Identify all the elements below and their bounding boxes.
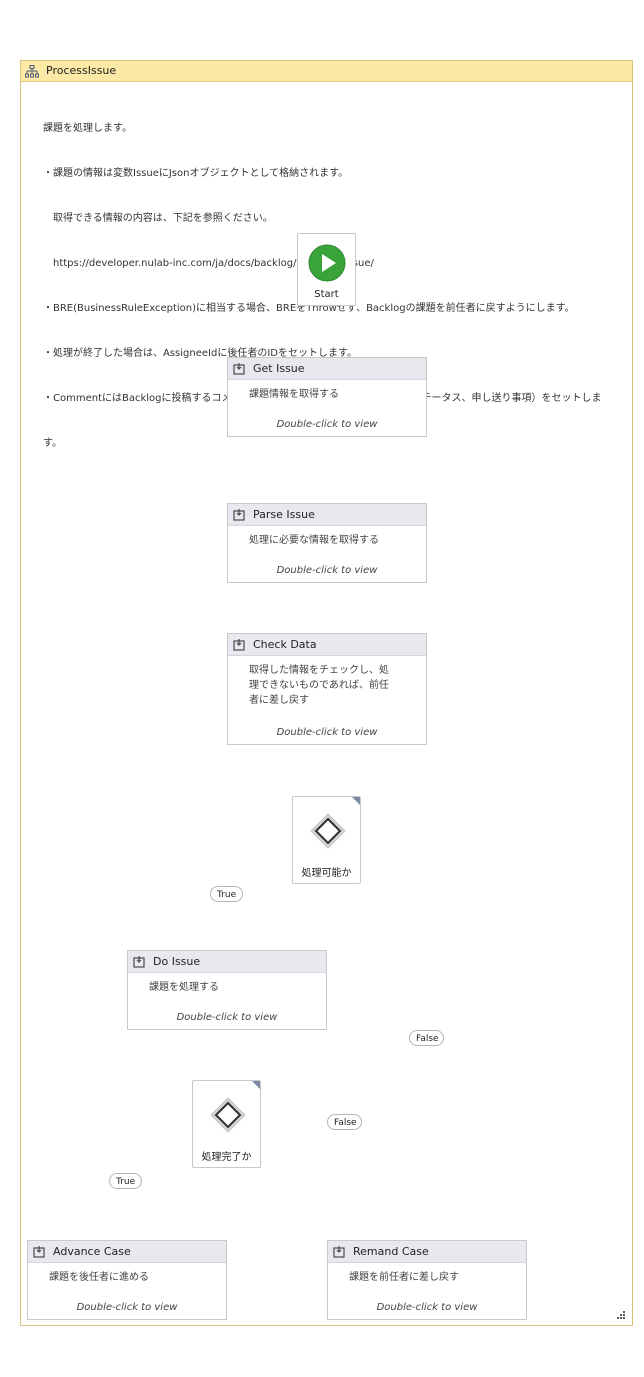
invoke-workflow-icon xyxy=(33,1246,45,1258)
activity-annotation: 処理に必要な情報を取得する xyxy=(249,535,379,546)
decision-label: 処理完了か xyxy=(201,1152,252,1163)
activity-annotation: 課題を前任者に差し戻す xyxy=(349,1272,459,1283)
double-click-hint: Double-click to view xyxy=(276,419,378,430)
start-label: Start xyxy=(314,289,339,300)
activity-annotation: 取得した情報をチェックし、処理できないものであれば、前任者に差し戻す xyxy=(249,665,389,706)
play-icon xyxy=(308,244,346,282)
annotation-line: 取得できる情報の内容は、下記を参照ください。 xyxy=(43,213,273,224)
activity-title: Check Data xyxy=(253,638,317,651)
activity-title: Parse Issue xyxy=(253,508,315,521)
activity-title: Remand Case xyxy=(353,1245,429,1258)
annotation-line: ・処理が終了した場合は、AssigneeIdに後任者のIDをセットします。 xyxy=(43,348,357,359)
branch-false-label[interactable]: False xyxy=(327,1114,362,1130)
double-click-hint: Double-click to view xyxy=(76,1302,178,1313)
double-click-hint: Double-click to view xyxy=(276,727,378,738)
decision-label: 処理可能か xyxy=(301,868,352,879)
double-click-hint: Double-click to view xyxy=(376,1302,478,1313)
activity-parse-issue[interactable]: Parse Issue 処理に必要な情報を取得する Double-click t… xyxy=(227,503,427,583)
invoke-workflow-icon xyxy=(133,956,145,968)
activity-do-issue[interactable]: Do Issue 課題を処理する Double-click to view xyxy=(127,950,327,1030)
double-click-hint: Double-click to view xyxy=(176,1012,278,1023)
activity-title: Advance Case xyxy=(53,1245,131,1258)
branch-true-label[interactable]: True xyxy=(210,886,243,902)
activity-title: Get Issue xyxy=(253,362,305,375)
activity-header: Check Data xyxy=(228,634,426,656)
activity-header: Remand Case xyxy=(328,1241,526,1263)
activity-get-issue[interactable]: Get Issue 課題情報を取得する Double-click to view xyxy=(227,357,427,437)
annotation-line: す。 xyxy=(43,438,62,449)
invoke-workflow-icon xyxy=(333,1246,345,1258)
invoke-workflow-icon xyxy=(233,509,245,521)
activity-remand-case[interactable]: Remand Case 課題を前任者に差し戻す Double-click to … xyxy=(327,1240,527,1320)
branch-false-label[interactable]: False xyxy=(409,1030,444,1046)
invoke-workflow-icon xyxy=(233,363,245,375)
expand-corner-icon xyxy=(352,797,360,805)
activity-header: Get Issue xyxy=(228,358,426,380)
activity-annotation: 課題を後任者に進める xyxy=(49,1272,149,1283)
invoke-workflow-icon xyxy=(233,639,245,651)
sequence-title: ProcessIssue xyxy=(46,64,117,77)
activity-advance-case[interactable]: Advance Case 課題を後任者に進める Double-click to … xyxy=(27,1240,227,1320)
activity-check-data[interactable]: Check Data 取得した情報をチェックし、処理できないものであれば、前任者… xyxy=(227,633,427,745)
activity-annotation: 課題を処理する xyxy=(149,982,219,993)
decision-can-process[interactable]: 処理可能か xyxy=(292,796,361,884)
activity-annotation: 課題情報を取得する xyxy=(249,389,339,400)
activity-title: Do Issue xyxy=(153,955,201,968)
double-click-hint: Double-click to view xyxy=(276,565,378,576)
resize-grip-icon[interactable] xyxy=(616,1310,626,1320)
decision-is-done[interactable]: 処理完了か xyxy=(192,1080,261,1168)
activity-header: Advance Case xyxy=(28,1241,226,1263)
start-node[interactable]: Start xyxy=(297,233,356,306)
decision-diamond-icon xyxy=(310,813,346,849)
annotation-line: 課題を処理します。 xyxy=(43,123,132,134)
annotation-line: https://developer.nulab-inc.com/ja/docs/… xyxy=(43,258,374,269)
activity-header: Parse Issue xyxy=(228,504,426,526)
annotation-line: ・課題の情報は変数IssueにJsonオブジェクトとして格納されます。 xyxy=(43,168,349,179)
annotation-line: ・BRE(BusinessRuleException)に相当する場合、BREをT… xyxy=(43,303,575,314)
decision-diamond-icon xyxy=(210,1097,246,1133)
sequence-header[interactable]: ProcessIssue xyxy=(21,61,632,82)
sequence-icon xyxy=(25,65,39,78)
activity-header: Do Issue xyxy=(128,951,326,973)
branch-true-label[interactable]: True xyxy=(109,1173,142,1189)
expand-corner-icon xyxy=(252,1081,260,1089)
